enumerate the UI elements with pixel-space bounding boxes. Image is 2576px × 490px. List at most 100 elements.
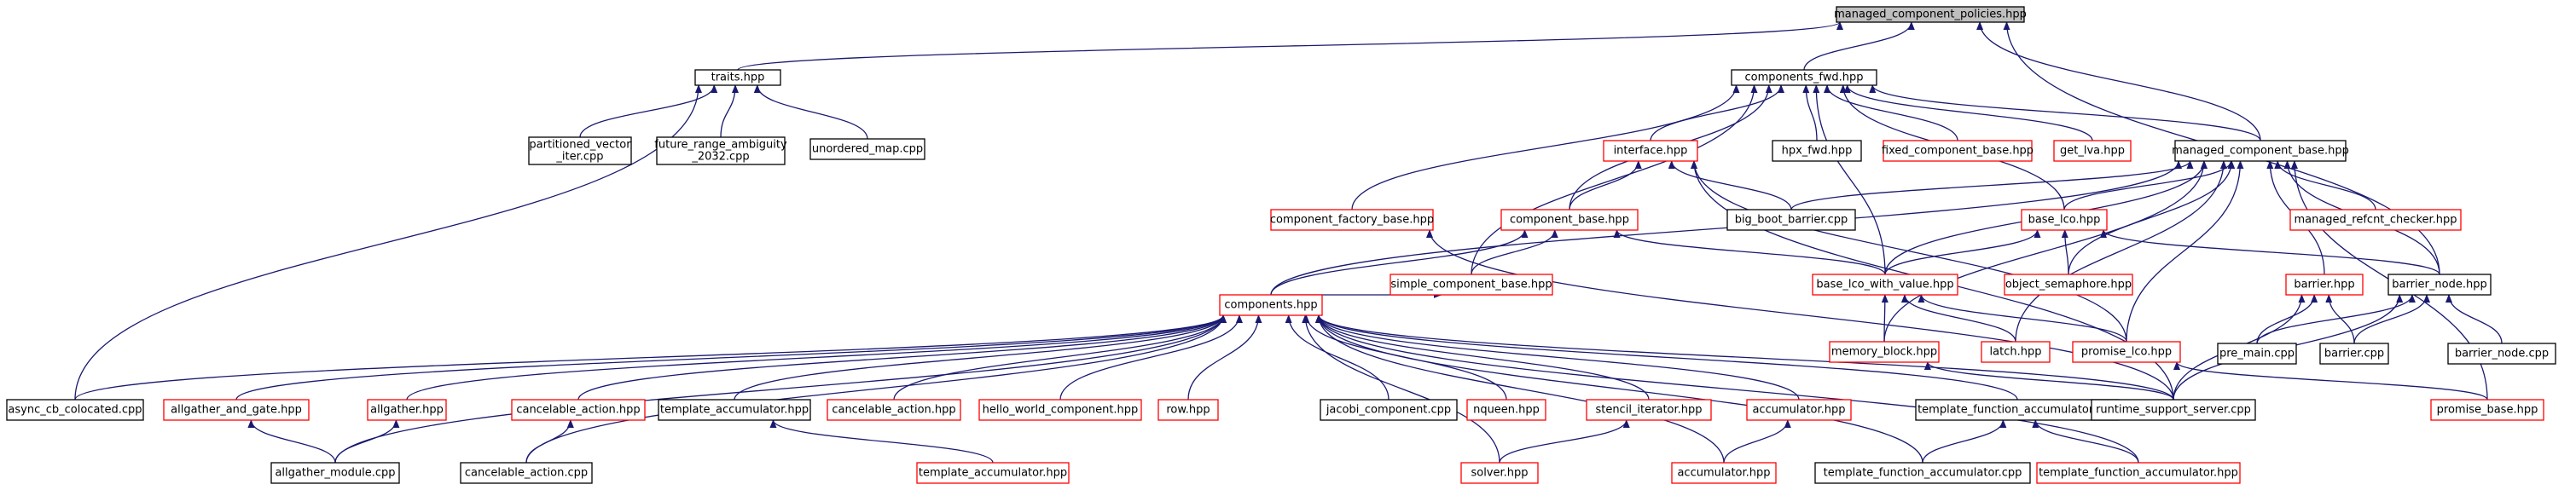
node-unordered-map[interactable]: unordered_map.cpp <box>809 138 925 160</box>
node-allgather[interactable]: allgather.hpp <box>367 399 447 421</box>
node-box <box>2021 209 2108 231</box>
node-future-range[interactable]: future_range_ambiguity_2032.cpp <box>654 136 787 165</box>
edge-managed_component_base-to-root <box>1976 21 2261 141</box>
node-label: components.hpp <box>1224 299 1317 312</box>
node-box <box>1746 399 1852 421</box>
node-box <box>1981 341 2051 363</box>
node-box <box>694 69 781 86</box>
node-label: simple_component_base.hpp <box>1390 279 1552 291</box>
node-box <box>2091 399 2256 421</box>
node-base-lco-with-value[interactable]: base_lco_with_value.hpp <box>1812 274 1958 296</box>
node-nqueen[interactable]: nqueen.hpp <box>1466 399 1546 421</box>
node-cancelable-action-hpp1[interactable]: cancelable_action.hpp <box>511 399 646 421</box>
node-barrier-cpp[interactable]: barrier.cpp <box>2319 343 2389 365</box>
node-box <box>916 462 1070 484</box>
node-pre-main[interactable]: pre_main.cpp <box>2217 343 2297 365</box>
node-label: nqueen.hpp <box>1473 404 1540 417</box>
node-async-cb[interactable]: async_cb_colocated.cpp <box>6 399 144 421</box>
edge-accumulator_hpp2-to-components <box>1315 314 1725 464</box>
edge-managed_refcnt_checker-to-managed_component_base <box>2274 160 2376 210</box>
node-stencil-iterator[interactable]: stencil_iterator.hpp <box>1586 399 1712 421</box>
node-label: base_lco.hpp <box>2028 214 2101 227</box>
node-box <box>1219 294 1323 316</box>
node-get-lva[interactable]: get_lva.hpp <box>2053 140 2132 162</box>
edge-components-to-managed_component_base <box>1270 160 2182 296</box>
node-template-accumulator-hpp1[interactable]: template_accumulator.hpp <box>658 399 811 421</box>
node-box <box>1883 140 2033 162</box>
node-interface[interactable]: interface.hpp <box>1603 140 1698 162</box>
edge-barrier_node_cpp-to-barrier_node <box>2445 294 2503 344</box>
node-barrier[interactable]: barrier.hpp <box>2285 274 2364 296</box>
node-box <box>1671 462 1777 484</box>
edge-simple_component_base-to-component_base <box>1471 229 1558 275</box>
node-label: allgather_and_gate.hpp <box>171 404 302 417</box>
edge-barrier_node-to-base_lco <box>2100 229 2440 275</box>
edge-template_accumulator_hpp2-to-template_accumulator_hpp1 <box>769 419 994 464</box>
node-managed-refcnt-checker[interactable]: managed_refcnt_checker.hpp <box>2289 209 2462 231</box>
node-traits[interactable]: traits.hpp <box>694 69 781 86</box>
node-barrier-node-cpp[interactable]: barrier_node.cpp <box>2447 343 2556 365</box>
node-template-function-accumulator-hpp1[interactable]: template_function_accumulator.hpp <box>1915 399 2120 421</box>
node-template-function-accumulator-hpp2[interactable]: template_function_accumulator.hpp <box>2036 462 2241 484</box>
edge-cancelable_action_cpp-to-cancelable_action_hpp1 <box>525 419 574 464</box>
node-components-fwd[interactable]: components_fwd.hpp <box>1731 69 1877 86</box>
node-template-function-accumulator-cpp[interactable]: template_function_accumulator.cpp <box>1814 462 2031 484</box>
node-base-lco[interactable]: base_lco.hpp <box>2021 209 2108 231</box>
edge-big_boot_barrier-to-managed_component_base <box>1790 160 2194 210</box>
node-label: cancelable_action.hpp <box>516 404 640 417</box>
node-label: barrier_node.hpp <box>2392 279 2486 291</box>
node-object-semaphore[interactable]: object_semaphore.hpp <box>2004 274 2133 296</box>
node-barrier-node[interactable]: barrier_node.hpp <box>2387 274 2492 296</box>
node-label: base_lco_with_value.hpp <box>1816 279 1953 291</box>
node-box <box>1829 341 1940 363</box>
edge-big_boot_barrier-to-interface <box>1668 160 1792 210</box>
node-box <box>1836 6 2025 23</box>
node-managed-component-base[interactable]: managed_component_base.hpp <box>2172 140 2349 162</box>
node-jacobi[interactable]: jacobi_component.cpp <box>1320 399 1458 421</box>
edge-allgather-to-components <box>406 314 1227 401</box>
edge-components_fwd-to-root <box>1803 21 1915 71</box>
node-label: async_cb_colocated.cpp <box>8 404 142 417</box>
node-box <box>2217 343 2297 365</box>
node-promise-base[interactable]: promise_base.hpp <box>2430 399 2544 421</box>
node-fixed-component-base[interactable]: fixed_component_base.hpp <box>1882 140 2034 162</box>
edge-template_function_accumulator_cpp-to-components <box>1315 314 1923 464</box>
node-allgather-module[interactable]: allgather_module.cpp <box>270 462 400 484</box>
node-template-accumulator-hpp2[interactable]: template_accumulator.hpp <box>916 462 1070 484</box>
node-label: component_factory_base.hpp <box>1270 214 1434 227</box>
node-partitioned[interactable]: partitioned_vector_iter.cpp <box>528 136 632 165</box>
node-hpx-fwd[interactable]: hpx_fwd.hpp <box>1772 140 1862 162</box>
edge-simple_component_base-to-components_fwd <box>1471 84 1758 275</box>
edge-solver-to-components <box>1302 314 1500 464</box>
node-label: memory_block.hpp <box>1831 346 1937 359</box>
edge-promise_lco-to-base_lco_with_value <box>1917 294 2127 343</box>
node-box <box>1726 209 1856 231</box>
node-box <box>163 399 310 421</box>
node-allgather-and-gate[interactable]: allgather_and_gate.hpp <box>163 399 310 421</box>
node-components[interactable]: components.hpp <box>1219 294 1323 316</box>
node-cancelable-action-cpp[interactable]: cancelable_action.cpp <box>460 462 593 484</box>
edge-runtime_support_server-to-component_factory_base <box>1426 229 2174 401</box>
node-hello-world[interactable]: hello_world_component.hpp <box>978 399 1142 421</box>
edge-allgather_module-to-components <box>334 314 1227 464</box>
node-label: unordered_map.cpp <box>812 143 923 156</box>
edge-hello_world-to-components <box>1059 314 1243 401</box>
node-promise-lco[interactable]: promise_lco.hpp <box>2072 341 2181 363</box>
node-accumulator-hpp2[interactable]: accumulator.hpp <box>1671 462 1777 484</box>
node-latch[interactable]: latch.hpp <box>1981 341 2051 363</box>
node-cancelable-action-hpp2[interactable]: cancelable_action.hpp <box>827 399 961 421</box>
node-row[interactable]: row.hpp <box>1157 399 1219 421</box>
node-accumulator-hpp1[interactable]: accumulator.hpp <box>1746 399 1852 421</box>
node-memory-block[interactable]: memory_block.hpp <box>1829 341 1940 363</box>
node-simple-component-base[interactable]: simple_component_base.hpp <box>1390 274 1553 296</box>
node-runtime-support-server[interactable]: runtime_support_server.cpp <box>2091 399 2256 421</box>
node-root[interactable]: managed_component_policies.hpp <box>1834 6 2027 23</box>
dependency-edges <box>74 21 2503 464</box>
node-component-factory-base[interactable]: component_factory_base.hpp <box>1270 209 1434 231</box>
node-label: managed_refcnt_checker.hpp <box>2294 214 2457 227</box>
node-component-base[interactable]: component_base.hpp <box>1500 209 1639 231</box>
node-big-boot-barrier[interactable]: big_boot_barrier.cpp <box>1726 209 1856 231</box>
node-label: hello_world_component.hpp <box>983 404 1139 417</box>
node-solver[interactable]: solver.hpp <box>1460 462 1539 484</box>
edge-future_range-to-traits <box>720 84 739 138</box>
